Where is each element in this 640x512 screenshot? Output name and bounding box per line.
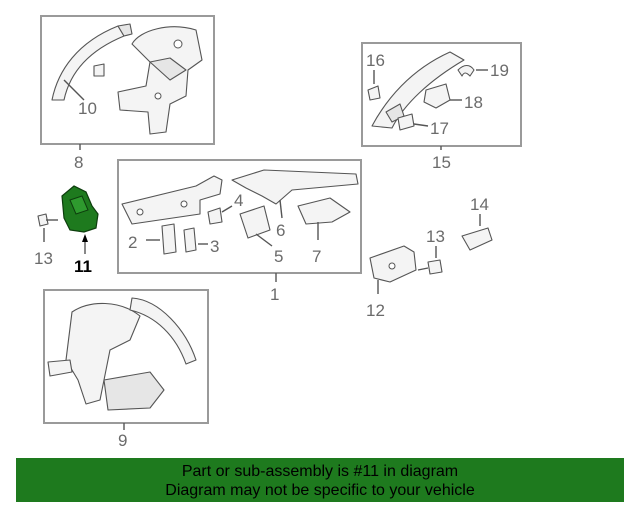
part-11-highlighted[interactable] xyxy=(61,185,99,233)
callout-13-right: 13 xyxy=(426,227,445,246)
callout-1: 1 xyxy=(270,285,279,304)
leader-10 xyxy=(63,79,85,101)
part-9-wheelhouse[interactable] xyxy=(47,297,197,411)
banner-line-2: Diagram may not be specific to your vehi… xyxy=(165,482,475,499)
part-1-rail[interactable] xyxy=(121,175,223,225)
part-18[interactable] xyxy=(423,83,451,109)
part-5[interactable] xyxy=(239,205,271,239)
banner-line-1: Part or sub-assembly is #11 in diagram xyxy=(181,463,459,480)
assembly-box-9 xyxy=(43,289,209,424)
leader-17 xyxy=(413,123,429,127)
callout-15: 15 xyxy=(432,153,451,172)
part-8-wheelhouse[interactable] xyxy=(117,26,203,135)
part-4[interactable] xyxy=(207,207,223,225)
parts-diagram: 10 8 16 19 18 17 15 11 13 6 4 xyxy=(34,15,522,450)
leader-5 xyxy=(255,233,273,247)
part-12[interactable] xyxy=(369,245,417,283)
part-3[interactable] xyxy=(183,227,197,253)
callout-18: 18 xyxy=(464,93,483,112)
callout-10: 10 xyxy=(78,99,97,118)
callout-8: 8 xyxy=(74,153,83,172)
callout-6: 6 xyxy=(276,221,285,240)
part-10-rail[interactable] xyxy=(51,23,133,101)
part-2[interactable] xyxy=(161,223,177,255)
arrow-11 xyxy=(82,234,88,242)
assembly-box-8 xyxy=(40,15,215,145)
callout-3: 3 xyxy=(210,237,219,256)
callout-12: 12 xyxy=(366,301,385,320)
callout-7: 7 xyxy=(312,247,321,266)
part-14[interactable] xyxy=(461,227,493,251)
part-8-bracket[interactable] xyxy=(93,63,105,77)
callout-2: 2 xyxy=(128,233,137,252)
callout-19: 19 xyxy=(490,61,509,80)
part-7[interactable] xyxy=(297,197,351,225)
part-15-rail[interactable] xyxy=(371,51,465,129)
callout-17: 17 xyxy=(430,119,449,138)
part-16[interactable] xyxy=(367,85,381,101)
callout-4: 4 xyxy=(234,191,243,210)
part-13-bolt-left[interactable] xyxy=(37,213,58,227)
info-banner: Part or sub-assembly is #11 in diagram D… xyxy=(16,458,624,502)
part-6-rail[interactable] xyxy=(231,169,359,205)
callout-9: 9 xyxy=(118,431,127,450)
part-17[interactable] xyxy=(397,113,415,131)
callout-5: 5 xyxy=(274,247,283,266)
part-19[interactable] xyxy=(457,64,475,77)
leader-4 xyxy=(221,205,233,213)
assembly-box-1 xyxy=(117,159,362,274)
callout-11: 11 xyxy=(74,257,92,276)
part-13-bolt-right[interactable] xyxy=(417,259,443,275)
callout-14: 14 xyxy=(470,195,489,214)
callout-16: 16 xyxy=(366,51,385,70)
leader-6 xyxy=(279,199,283,219)
callout-13-left: 13 xyxy=(34,249,53,268)
